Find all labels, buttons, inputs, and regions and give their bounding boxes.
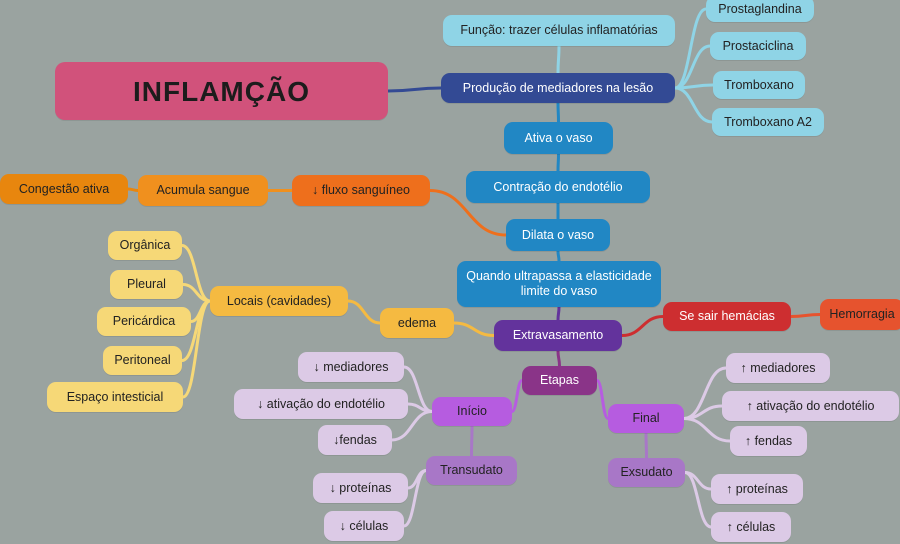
connector-extravasamento-edema bbox=[452, 321, 496, 337]
connector-final-f_ativacao bbox=[682, 404, 724, 420]
connector-etapas-inicio bbox=[510, 379, 524, 413]
node-organica[interactable]: Orgânica bbox=[108, 231, 182, 260]
node-tromboxano[interactable]: Tromboxano bbox=[713, 71, 805, 99]
node-sair-hemacias[interactable]: Se sair hemácias bbox=[663, 302, 791, 331]
connector-etapas-final bbox=[595, 379, 610, 420]
node-congestao-ativa[interactable]: Congestão ativa bbox=[0, 174, 128, 204]
node-inicio-fendas[interactable]: ↓fendas bbox=[318, 425, 392, 455]
connector-inicio-transudato bbox=[470, 424, 474, 458]
node-final-mediadores[interactable]: ↑ mediadores bbox=[726, 353, 830, 383]
node-prostaciclina[interactable]: Prostaciclina bbox=[710, 32, 806, 60]
node-exsudato[interactable]: Exsudato bbox=[608, 458, 685, 487]
connector-exsudato-e_celulas bbox=[683, 471, 713, 529]
node-exsudato-celulas[interactable]: ↑ células bbox=[711, 512, 791, 542]
node-ultrapassa-elasticidade[interactable]: Quando ultrapassa a elasticidade limite … bbox=[457, 261, 661, 307]
node-transudato[interactable]: Transudato bbox=[426, 456, 517, 485]
connector-edema-locais bbox=[346, 299, 382, 325]
connector-acumula-congestao bbox=[126, 187, 140, 192]
connector-locais-espaco bbox=[181, 299, 212, 399]
connector-final-f_fendas bbox=[682, 417, 732, 443]
connector-transudato-t_celulas bbox=[402, 469, 428, 528]
connector-dilata-fluxo bbox=[428, 189, 508, 237]
node-edema[interactable]: edema bbox=[380, 308, 454, 338]
connector-producao-tromboxano_a2 bbox=[673, 86, 714, 124]
node-inicio-ativacao-endotelio[interactable]: ↓ ativação do endotélio bbox=[234, 389, 408, 419]
node-peritoneal[interactable]: Peritoneal bbox=[103, 346, 182, 375]
node-fluxo-sanguineo[interactable]: ↓ fluxo sanguíneo bbox=[292, 175, 430, 206]
node-dilata-vaso[interactable]: Dilata o vaso bbox=[506, 219, 610, 251]
node-contracao-endotelio[interactable]: Contração do endotélio bbox=[466, 171, 650, 203]
node-extravasamento[interactable]: Extravasamento bbox=[494, 320, 622, 351]
node-inicio[interactable]: Início bbox=[432, 397, 512, 426]
node-espaco-intesticial[interactable]: Espaço intesticial bbox=[47, 382, 183, 412]
connector-producao-funcao bbox=[556, 44, 561, 75]
node-exsudato-proteinas[interactable]: ↑ proteínas bbox=[711, 474, 803, 504]
connector-final-exsudato bbox=[644, 431, 648, 460]
connector-dilata-ultrapassa bbox=[556, 249, 561, 263]
node-ativa-vaso[interactable]: Ativa o vaso bbox=[504, 122, 613, 154]
connector-extravasamento-sair bbox=[620, 315, 665, 337]
connector-title-producao bbox=[386, 86, 443, 93]
node-final-fendas[interactable]: ↑ fendas bbox=[730, 426, 807, 456]
node-acumula-sangue[interactable]: Acumula sangue bbox=[138, 175, 268, 206]
node-final-ativacao-endotelio[interactable]: ↑ ativação do endotélio bbox=[722, 391, 899, 421]
node-tromboxano-a2[interactable]: Tromboxano A2 bbox=[712, 108, 824, 136]
connector-extravasamento-etapas bbox=[556, 349, 561, 368]
node-final[interactable]: Final bbox=[608, 404, 684, 433]
node-producao-mediadores[interactable]: Produção de mediadores na lesão bbox=[441, 73, 675, 103]
connector-inicio-i_fendas bbox=[390, 410, 434, 442]
node-prostaglandina[interactable]: Prostaglandina bbox=[706, 0, 814, 22]
node-funcao[interactable]: Função: trazer células inflamatórias bbox=[443, 15, 675, 46]
node-pleural[interactable]: Pleural bbox=[110, 270, 183, 299]
connector-ativa-contracao bbox=[556, 152, 560, 173]
connector-sair-hemorragia bbox=[789, 313, 822, 318]
connector-ultrapassa-extravasamento bbox=[556, 305, 561, 322]
node-pericardica[interactable]: Pericárdica bbox=[97, 307, 191, 336]
node-etapas[interactable]: Etapas bbox=[522, 366, 597, 395]
node-transudato-proteinas[interactable]: ↓ proteínas bbox=[313, 473, 408, 503]
mind-map-title: INFLAMÇÃO bbox=[55, 62, 388, 120]
node-transudato-celulas[interactable]: ↓ células bbox=[324, 511, 404, 541]
connector-producao-ativa bbox=[556, 101, 560, 124]
node-hemorragia[interactable]: Hemorragia bbox=[820, 299, 900, 330]
node-locais-cavidades[interactable]: Locais (cavidades) bbox=[210, 286, 348, 316]
node-inicio-mediadores[interactable]: ↓ mediadores bbox=[298, 352, 404, 382]
